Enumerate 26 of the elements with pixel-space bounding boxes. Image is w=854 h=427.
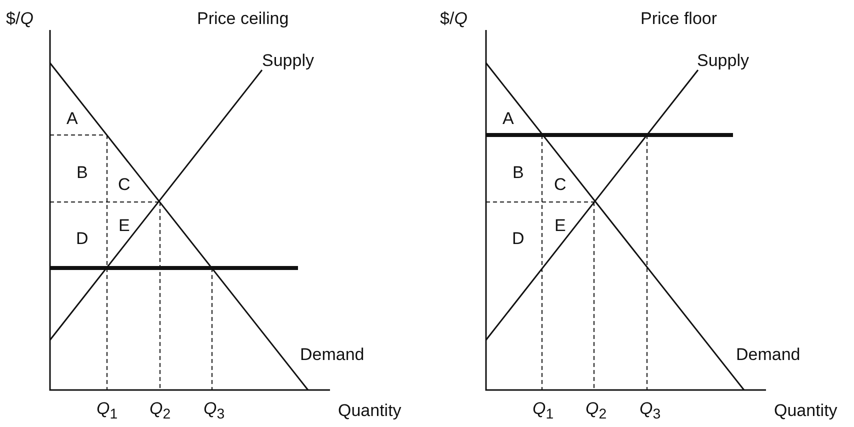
tick-label: Q$_{3}$ bbox=[204, 400, 225, 422]
area-label: B bbox=[76, 164, 88, 181]
area-label: A bbox=[66, 110, 78, 127]
area-label: A bbox=[502, 110, 514, 127]
area-label: E bbox=[118, 217, 130, 234]
tick-label: Q$_{2}$ bbox=[586, 400, 607, 422]
tick-label: Q$_{3}$ bbox=[640, 400, 661, 422]
panel-title: Price floor bbox=[640, 10, 718, 27]
tick-label: Q$_{1}$ bbox=[532, 400, 554, 422]
area-label: E bbox=[554, 217, 566, 234]
curve-label: Supply bbox=[697, 52, 749, 69]
area-label: B bbox=[512, 164, 524, 181]
curve-label: Supply bbox=[262, 52, 314, 69]
area-label: D bbox=[512, 230, 524, 247]
axis-label: $/Q bbox=[440, 10, 468, 27]
curve-label: Demand bbox=[736, 346, 800, 363]
panel-title: Price ceiling bbox=[197, 10, 289, 27]
axis-label: Quantity bbox=[338, 402, 402, 419]
curve-label: Demand bbox=[300, 346, 364, 363]
area-label: C bbox=[118, 176, 130, 193]
tick-label: Q$_{1}$ bbox=[96, 400, 118, 422]
axis-label: $/Q bbox=[6, 10, 34, 27]
area-label: C bbox=[554, 176, 566, 193]
axis-label: Quantity bbox=[774, 402, 838, 419]
tick-label: Q$_{2}$ bbox=[150, 400, 171, 422]
area-label: D bbox=[76, 230, 88, 247]
